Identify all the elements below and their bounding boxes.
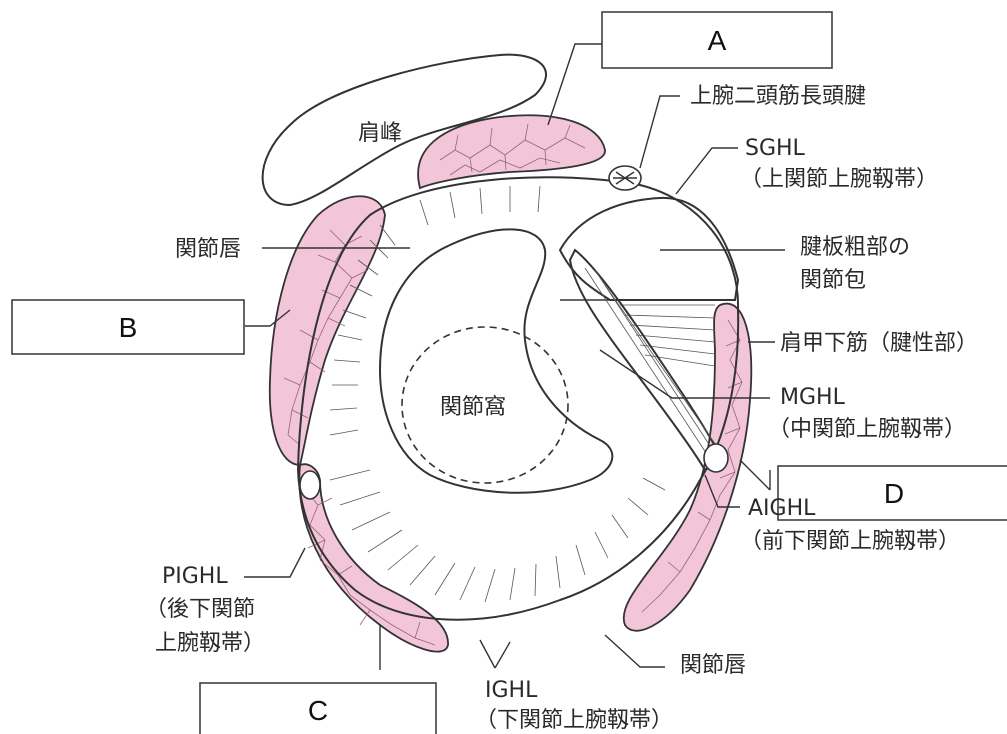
label-labrum-top: 関節唇 xyxy=(175,237,241,262)
label-pighl: PIGHL xyxy=(162,564,228,589)
label-aighl: AIGHL xyxy=(748,496,816,521)
box-a[interactable]: A xyxy=(602,12,832,68)
box-c[interactable]: C xyxy=(200,683,436,734)
box-b[interactable]: B xyxy=(12,300,244,354)
label-ighl-jp: （下関節上腕靱帯） xyxy=(475,708,673,733)
label-aighl-jp: （前下関節上腕靱帯） xyxy=(740,529,960,554)
label-acromion: 肩峰 xyxy=(358,121,402,146)
muscle-left xyxy=(270,196,385,465)
label-labrum-bottom: 関節唇 xyxy=(680,653,746,678)
svg-text:C: C xyxy=(308,695,328,726)
rotator-interval-capsule xyxy=(560,198,738,300)
pighl-knob xyxy=(300,471,320,499)
label-subscap: 肩甲下筋（腱性部） xyxy=(780,331,978,356)
label-mghl: MGHL xyxy=(780,385,846,410)
glenoid-rim xyxy=(380,229,612,492)
label-sghl: SGHL xyxy=(745,136,806,161)
label-sghl-jp: （上関節上腕靱帯） xyxy=(740,167,938,192)
label-mghl-jp: （中関節上腕靱帯） xyxy=(768,417,966,442)
ighl-fibers xyxy=(330,470,665,602)
svg-text:A: A xyxy=(708,25,727,56)
label-glenoid: 関節窩 xyxy=(440,395,506,420)
subscap-fibers xyxy=(620,305,715,366)
label-rotator-2: 関節包 xyxy=(800,268,866,293)
muscle-bottom-left xyxy=(299,464,448,651)
muscle-right xyxy=(624,304,752,631)
label-rotator-1: 腱板粗部の xyxy=(800,235,910,260)
label-ighl: IGHL xyxy=(485,678,538,703)
aighl-knob xyxy=(704,444,728,472)
svg-text:D: D xyxy=(884,478,904,509)
svg-text:B: B xyxy=(119,312,138,343)
label-pighl-jp-2: 上腕靱帯） xyxy=(155,631,265,656)
label-pighl-jp-1: （後下関節 xyxy=(145,597,255,622)
label-biceps: 上腕二頭筋長頭腱 xyxy=(690,84,866,109)
